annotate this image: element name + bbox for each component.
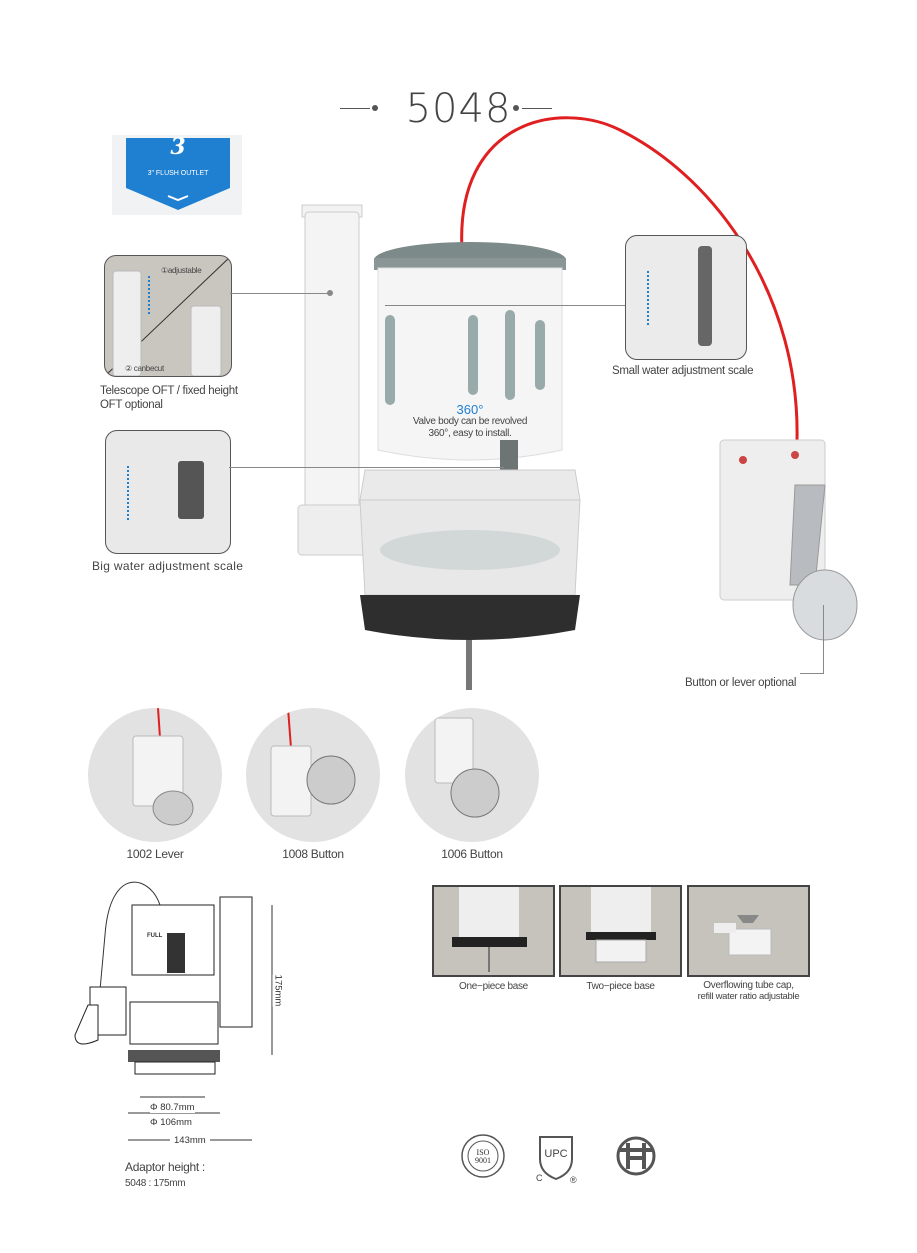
overflow-cap-photo bbox=[687, 885, 810, 977]
can-be-cut-tag: ② canbecut bbox=[125, 364, 164, 373]
feature-label-two-piece: Two−piece base bbox=[586, 981, 655, 992]
width-143: 143mm bbox=[170, 1135, 210, 1146]
rotation-degrees: 360° bbox=[456, 402, 484, 417]
option-1008-button-photo bbox=[246, 708, 380, 842]
telescope-oft-photo: ①adjustable ② canbecut bbox=[104, 255, 232, 377]
flush-outlet-badge-shape bbox=[126, 138, 230, 210]
model-title: 5048 bbox=[405, 86, 512, 132]
small-scale-caption: Small water adjustment scale bbox=[612, 365, 754, 377]
lever-leader-vertical bbox=[823, 605, 824, 673]
big-scale-leader-line bbox=[229, 467, 504, 468]
telescope-tube-illustration bbox=[105, 256, 231, 376]
telescope-caption-2: OFT optional bbox=[100, 399, 163, 411]
option-label-1002: 1002 Lever bbox=[126, 847, 184, 861]
two-piece-base-illustration bbox=[586, 887, 656, 963]
red-cable bbox=[460, 116, 799, 441]
adjustable-tag: ①adjustable bbox=[161, 266, 202, 275]
option-1006-button-photo bbox=[405, 708, 539, 842]
overflow-cap-illustration bbox=[714, 915, 772, 956]
title-dot-left bbox=[372, 105, 378, 111]
telescope-leader-line bbox=[230, 293, 330, 294]
dual-button-illustration bbox=[270, 708, 356, 817]
small-scale-photo bbox=[625, 235, 747, 360]
small-scale-leader-line bbox=[385, 305, 625, 306]
option-label-1008: 1008 Button bbox=[282, 847, 344, 861]
diameter-106: Φ 106mm bbox=[150, 1117, 192, 1128]
upc-registered: ® bbox=[570, 1175, 577, 1185]
lever-handle-illustration bbox=[132, 708, 194, 826]
adaptor-height-title: Adaptor height : bbox=[125, 1160, 205, 1174]
feature-label-cap-2: refill water ratio adjustable bbox=[697, 991, 800, 1002]
upc-text: UPC bbox=[544, 1148, 567, 1160]
rotation-line-2: 360°, easy to install. bbox=[428, 428, 512, 439]
lever-photo bbox=[719, 439, 858, 641]
diameter-80-7: Φ 80.7mm bbox=[150, 1102, 195, 1113]
technical-drawing bbox=[74, 881, 273, 1141]
upc-c: C bbox=[536, 1173, 543, 1183]
title-dot-right bbox=[513, 105, 519, 111]
iso-9001-seal: ISO 9001 bbox=[461, 1134, 505, 1178]
telescope-leader-dot bbox=[327, 290, 333, 296]
adaptor-height-value: 5048 : 175mm bbox=[125, 1178, 186, 1189]
gauge-full-label: FULL bbox=[147, 933, 163, 939]
one-piece-base-illustration bbox=[452, 887, 527, 972]
badge-label: 3" FLUSH OUTLET bbox=[147, 170, 209, 177]
badge-numeral: 3 bbox=[170, 134, 186, 160]
option-1002-lever-photo bbox=[88, 708, 222, 842]
height-dimension: 175mm bbox=[272, 974, 284, 1007]
title-rule-left bbox=[340, 108, 370, 109]
big-scale-illustration bbox=[127, 461, 204, 521]
rotation-line-1: Valve body can be revolved bbox=[412, 416, 528, 427]
big-scale-photo bbox=[105, 430, 231, 554]
lever-leader-horizontal bbox=[800, 673, 824, 674]
option-label-1006: 1006 Button bbox=[441, 847, 503, 861]
telescope-caption-1: Telescope OFT / fixed height bbox=[100, 385, 238, 397]
two-piece-base-photo bbox=[559, 885, 682, 977]
iso-number: 9001 bbox=[475, 1156, 491, 1165]
title-rule-right bbox=[522, 108, 552, 109]
feature-label-cap-1: Overflowing tube cap, bbox=[703, 980, 794, 991]
upc-mark: UPC C ® bbox=[536, 1136, 577, 1185]
small-scale-illustration bbox=[647, 246, 712, 346]
round-button-illustration bbox=[434, 717, 500, 818]
feature-label-one-piece: One−piece base bbox=[459, 981, 528, 992]
flush-valve-photo bbox=[297, 204, 581, 690]
big-scale-caption: Big water adjustment scale bbox=[92, 559, 244, 573]
one-piece-base-photo bbox=[432, 885, 555, 977]
iso-text: ISO bbox=[477, 1148, 490, 1157]
certification-mark-h-icon bbox=[616, 1136, 656, 1176]
lever-caption: Button or lever optional bbox=[685, 677, 797, 689]
